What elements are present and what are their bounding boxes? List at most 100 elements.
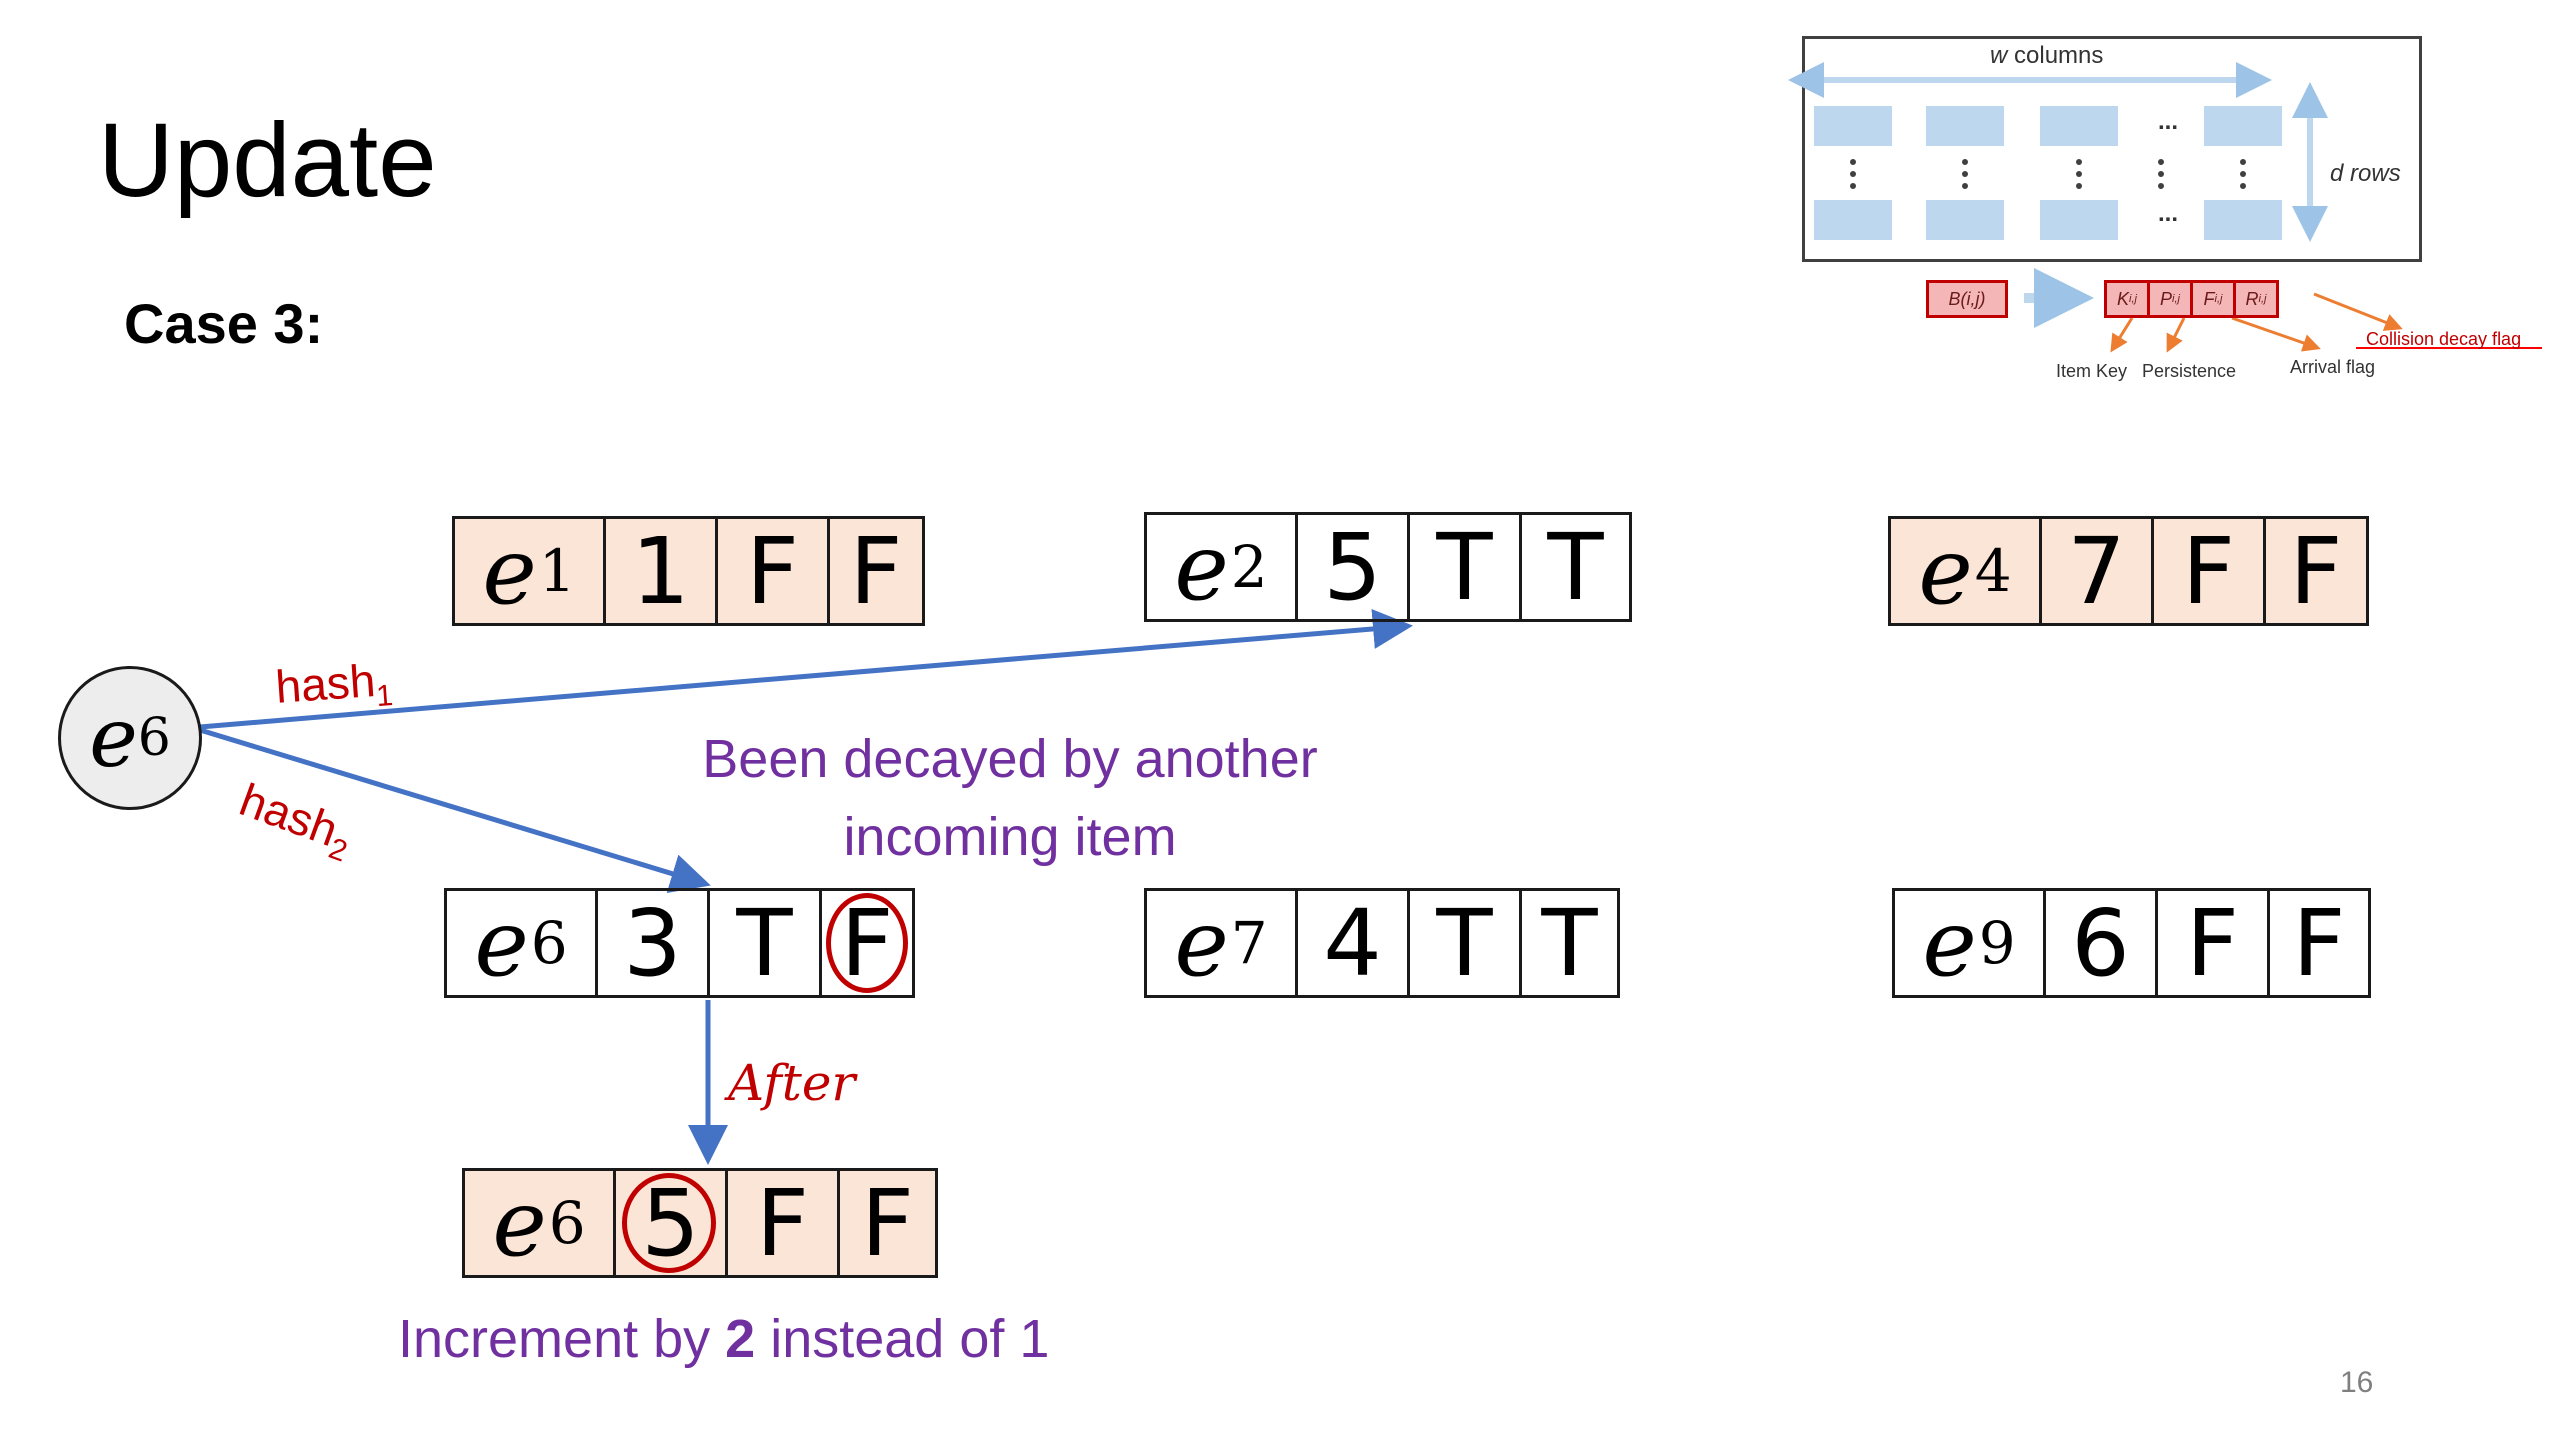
field-subscript: i,j [2172, 293, 2180, 305]
key-subscript: 4 [1974, 537, 2012, 605]
arrival-flag-cell: T [707, 888, 822, 998]
legend-d-rows-label: d rows [2330, 162, 2401, 186]
collision-flag-cell: T [1519, 888, 1620, 998]
collision-flag-cell: F [827, 516, 925, 626]
rows-text: rows [2350, 160, 2401, 187]
sketch-counter [1814, 106, 1892, 146]
key-subscript: 9 [1978, 909, 2016, 977]
d-symbol: d [2330, 160, 2344, 187]
decay-note: Been decayed by another incoming item [640, 720, 1380, 877]
case-label: Case 3: [124, 292, 324, 355]
sketch-counter [2040, 106, 2118, 146]
key-symbol: e [474, 889, 529, 997]
arrival-flag-cell: F [2151, 516, 2266, 626]
collision-flag-cell: T [1519, 512, 1632, 622]
slide-title: Update [98, 102, 437, 219]
incoming-item-subscript: 6 [137, 708, 171, 768]
collision-flag-cell: F [2263, 516, 2369, 626]
item-key-pointer [2110, 317, 2134, 353]
collision-flag-pointer [2313, 292, 2403, 331]
incoming-item-symbol: e [89, 690, 138, 786]
key-symbol: e [492, 1169, 547, 1277]
legend-arrival-flag-label: Arrival flag [2290, 357, 2376, 377]
key-symbol: e [482, 517, 537, 625]
key-subscript: 1 [538, 537, 576, 605]
field-subscript: i,j [2214, 293, 2223, 305]
columns-text: columns [2014, 42, 2104, 69]
legend-item-key-label: Item Key [2056, 361, 2128, 381]
sketch-counter [2040, 200, 2118, 240]
key-symbol: e [1918, 517, 1973, 625]
after-label: After [728, 1054, 856, 1112]
highlight-circle [622, 1173, 716, 1273]
hash2-arrow [199, 727, 711, 893]
sketch-counter [2204, 200, 2282, 240]
collision-flag-cell: F [2267, 888, 2371, 998]
w-symbol: w [1990, 42, 2008, 69]
persistence-pointer [2166, 317, 2186, 353]
increment-note-pre: Increment by [398, 1309, 726, 1369]
legend-collision-flag-label: Collision decay flag [2366, 329, 2522, 349]
sketch-counter [1926, 200, 2004, 240]
sketch-counter [2204, 106, 2282, 146]
field-r-letter: R [2245, 288, 2259, 309]
decay-note-line2: incoming item [843, 807, 1177, 868]
page-number: 16 [2340, 1366, 2374, 1399]
key-symbol: e [1922, 889, 1977, 997]
collision-flag-cell: F [837, 1168, 938, 1278]
key-subscript: 2 [1230, 533, 1268, 601]
increment-note-post: instead of 1 [755, 1309, 1050, 1369]
legend-bucket-box: B(i,j) [1926, 280, 2008, 318]
key-subscript: 6 [548, 1189, 586, 1257]
field-subscript: i,j [2258, 293, 2267, 305]
field-p-letter: P [2160, 288, 2173, 309]
increment-note-bold: 2 [725, 1309, 756, 1369]
vertical-ellipsis-dots [1850, 159, 2246, 189]
decay-note-line1: Been decayed by another [702, 729, 1318, 789]
hash1-arrow [199, 608, 1413, 730]
increment-note: Increment by 2 instead of 1 [398, 1300, 1049, 1378]
arrival-flag-pointer [2231, 316, 2321, 352]
field-subscript: i,j [2129, 293, 2137, 305]
persistence-cell: 5 [613, 1168, 728, 1278]
persistence-cell: 7 [2039, 516, 2154, 626]
highlight-circle [826, 893, 908, 993]
key-symbol: e [1174, 513, 1229, 621]
key-subscript: 6 [530, 909, 568, 977]
sketch-counter [1926, 106, 2004, 146]
field-f-letter: F [2203, 288, 2215, 309]
legend-h-ellipsis-bottom: ... [2158, 200, 2179, 227]
sketch-counter [1814, 200, 1892, 240]
key-symbol: e [1174, 889, 1229, 997]
legend-w-columns-label: w columns [1990, 44, 2103, 68]
key-subscript: 7 [1230, 909, 1268, 977]
field-k-letter: K [2117, 288, 2130, 309]
arrival-flag-cell: T [1407, 888, 1522, 998]
legend-persistence-label: Persistence [2142, 361, 2237, 381]
collision-flag-cell: F [819, 888, 915, 998]
persistence-cell: 1 [603, 516, 718, 626]
arrival-flag-cell: F [715, 516, 830, 626]
legend-h-ellipsis-top: ... [2158, 108, 2179, 135]
